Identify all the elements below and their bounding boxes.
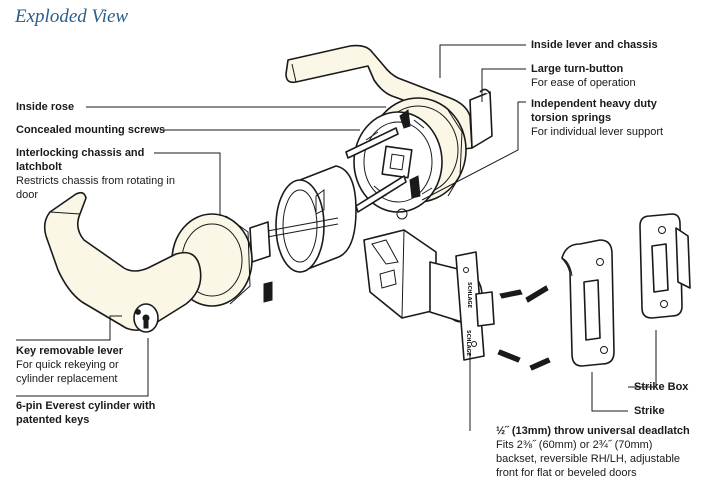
strike-box	[639, 213, 691, 319]
callout-chassis-detail: Restricts chassis from rotating in door	[16, 175, 175, 201]
faceplate-mark-top: SCHLAGE	[466, 282, 472, 309]
callout-deadlatch-heading: ½˝ (13mm) throw universal deadlatch	[496, 425, 690, 437]
callout-chassis: Interlocking chassis and latchbolt Restr…	[16, 146, 192, 202]
callout-key-lever: Key removable lever For quick rekeying o…	[16, 344, 156, 386]
callout-deadlatch-detail: Fits 2⅜˝ (60mm) or 2¾˝ (70mm) backset, r…	[496, 439, 681, 479]
callout-cylinder-heading: 6-pin Everest cylinder with patented key…	[16, 400, 156, 426]
callout-strike-box: Strike Box	[634, 380, 688, 394]
callout-inside-lever: Inside lever and chassis	[531, 38, 658, 52]
callout-inside-rose: Inside rose	[16, 100, 74, 114]
deadlatch: SCHLAGE SCHLAGE	[363, 229, 495, 361]
callout-turn-button: Large turn-button For ease of operation	[531, 62, 636, 90]
strike-plate	[561, 239, 615, 367]
key-lever	[43, 191, 202, 333]
callout-turn-button-detail: For ease of operation	[531, 77, 636, 89]
callout-screws: Concealed mounting screws	[16, 123, 165, 137]
callout-key-lever-heading: Key removable lever	[16, 345, 124, 357]
callout-strike-heading: Strike	[634, 405, 665, 417]
leader-lines	[16, 44, 657, 431]
callout-turn-button-heading: Large turn-button	[531, 63, 624, 75]
callout-screws-heading: Concealed mounting screws	[16, 124, 166, 136]
faceplate-mark-bottom: SCHLAGE	[465, 330, 471, 357]
callout-inside-lever-heading: Inside lever and chassis	[531, 39, 658, 51]
callout-key-lever-detail: For quick rekeying or cylinder replaceme…	[16, 359, 119, 385]
mounting-screws	[345, 127, 407, 213]
callout-springs-heading: Independent heavy duty torsion springs	[531, 98, 657, 124]
callout-springs-detail: For individual lever support	[531, 126, 664, 138]
callout-springs: Independent heavy duty torsion springs F…	[531, 97, 691, 139]
page-title: Exploded View	[15, 6, 129, 27]
wood-screws	[497, 285, 551, 371]
callout-cylinder: 6-pin Everest cylinder with patented key…	[16, 399, 158, 427]
callout-strike: Strike	[634, 404, 665, 418]
callout-chassis-heading: Interlocking chassis and latchbolt	[16, 147, 145, 173]
spacer-ring	[275, 165, 357, 273]
callout-deadlatch: ½˝ (13mm) throw universal deadlatch Fits…	[496, 424, 696, 480]
callout-inside-rose-heading: Inside rose	[16, 101, 75, 113]
callout-strike-box-heading: Strike Box	[634, 381, 689, 393]
